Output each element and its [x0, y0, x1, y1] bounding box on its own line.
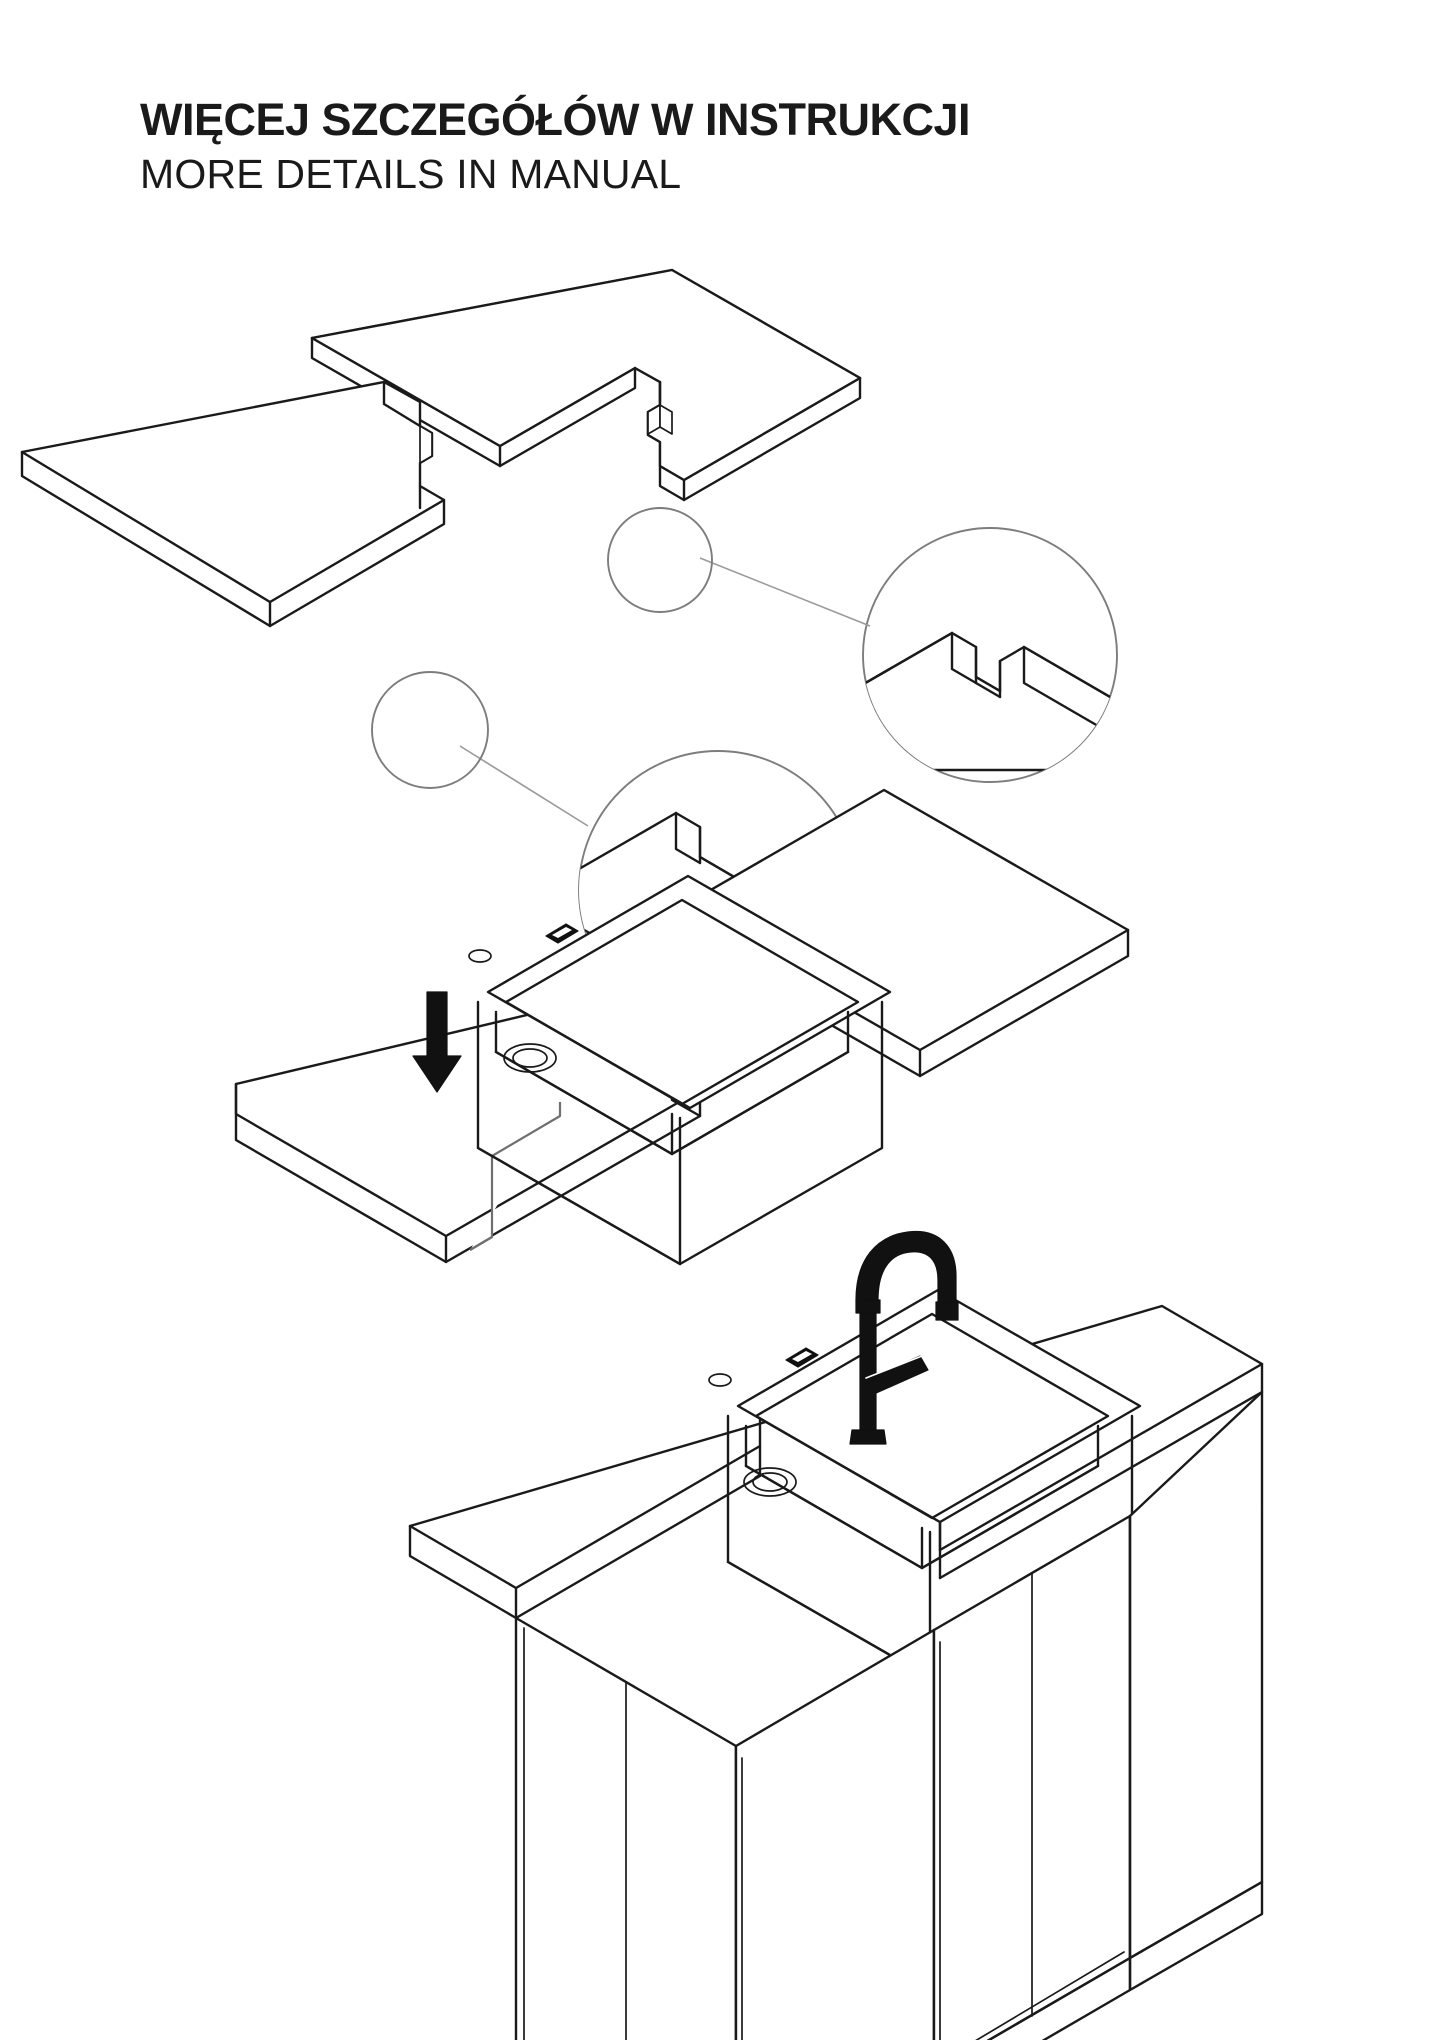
page-header: WIĘCEJ SZCZEGÓŁÓW W INSTRUKCJI MORE DETA…: [140, 96, 1290, 197]
countertop-panel-front: [20, 380, 446, 628]
drain-opening-installed-inner: [752, 1472, 788, 1492]
step-2-dropin-group: [234, 788, 1130, 1266]
page-title-english: MORE DETAILS IN MANUAL: [140, 150, 682, 197]
sink-installed: [708, 1288, 1142, 1680]
detail-target-ring-rear: [607, 507, 713, 613]
faucet: [849, 1230, 959, 1445]
detail-target-ring-front: [371, 671, 489, 789]
page-title-polish: WIĘCEJ SZCZEGÓŁÓW W INSTRUKCJI: [140, 94, 971, 145]
cutout-guide-line-2: [469, 1236, 493, 1251]
sink-step2: [468, 874, 892, 1266]
countertop-notch-front: [419, 425, 433, 464]
installation-diagram: .ln { fill:none; stroke:#1a1a1a; stroke-…: [0, 230, 1445, 2040]
detail-callout-notch-right: [699, 527, 1118, 783]
diagram-canvas: .ln { fill:none; stroke:#1a1a1a; stroke-…: [20, 268, 1264, 2040]
insertion-arrow: [412, 991, 462, 1093]
drain-opening: [503, 1043, 557, 1073]
drain-opening-installed: [743, 1467, 797, 1497]
countertop-notch-rear: [647, 404, 673, 435]
detail-right-content: [863, 631, 1117, 782]
tap-hole-installed: [708, 1373, 732, 1387]
drain-opening-inner: [512, 1048, 548, 1068]
tap-hole: [468, 949, 492, 963]
base-cabinet-run: [514, 1390, 1264, 2040]
step-3-installed-group: [408, 1230, 1264, 2040]
